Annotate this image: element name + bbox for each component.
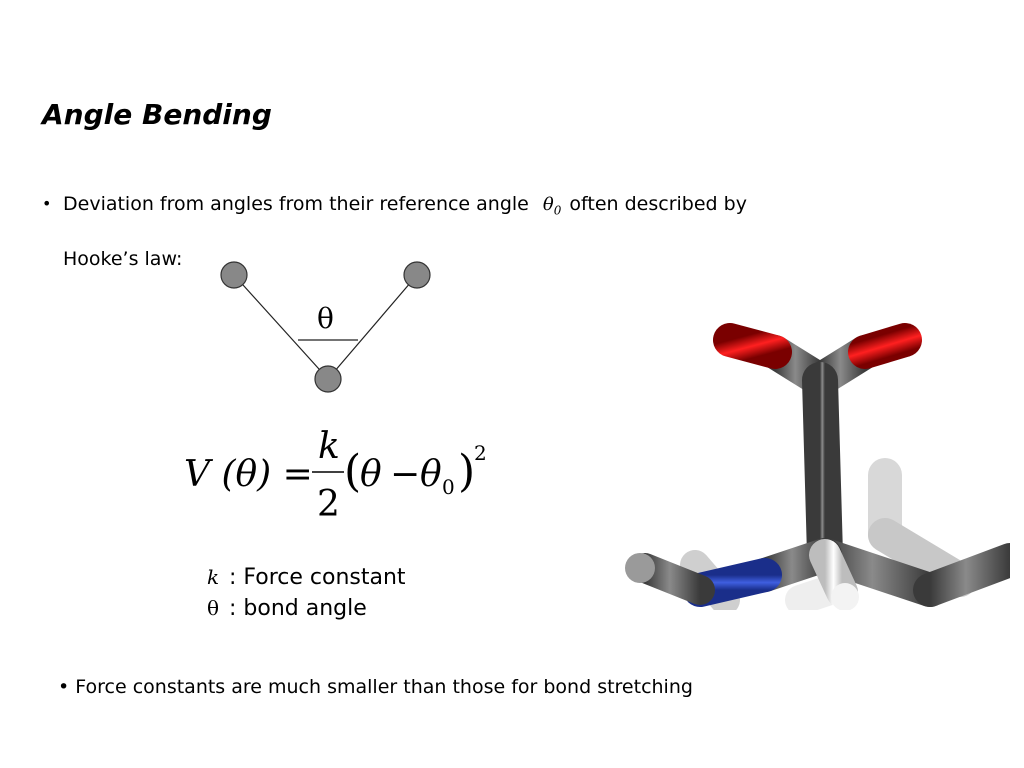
bullet-text: Deviation from angles from their referen… bbox=[63, 180, 843, 283]
equation-minus: − bbox=[390, 454, 420, 495]
paren-close: ) bbox=[458, 446, 475, 497]
bullet-text-before: Deviation from angles from their referen… bbox=[63, 193, 529, 215]
bullet-text-after: often described by bbox=[569, 193, 747, 215]
bullet-marker: • bbox=[58, 676, 70, 698]
theta-zero-symbol: θ0 bbox=[542, 194, 562, 218]
atom-center bbox=[314, 365, 342, 393]
slide-title: Angle Bending bbox=[42, 98, 272, 131]
bond-right bbox=[327, 274, 418, 380]
definition-symbol: k bbox=[207, 565, 220, 589]
equation-denominator: 2 bbox=[317, 484, 340, 525]
equation-exponent: 2 bbox=[474, 441, 487, 465]
definition-theta: θ : bond angle bbox=[207, 593, 406, 624]
definition-text: : bond angle bbox=[229, 596, 367, 621]
molecule-stick-model bbox=[625, 323, 1010, 610]
definition-k: k : Force constant bbox=[207, 562, 406, 593]
bullet-force-constants: • Force constants are much smaller than … bbox=[58, 676, 693, 698]
equation-lhs: V (θ) = bbox=[184, 454, 313, 495]
equation-theta: θ bbox=[360, 454, 382, 495]
paren-open: ( bbox=[344, 446, 361, 497]
angle-diagram: θ bbox=[220, 261, 431, 393]
definition-symbol: θ bbox=[207, 596, 220, 620]
symbol-definitions: k : Force constant θ : bond angle bbox=[207, 562, 406, 624]
atom-right bbox=[403, 261, 431, 289]
equation-theta0-sub: 0 bbox=[442, 475, 455, 499]
hookes-law-equation: V (θ) = k 2 ( θ − θ 0 ) 2 bbox=[184, 426, 487, 525]
definition-text: : Force constant bbox=[229, 565, 406, 590]
bullet-marker: • bbox=[42, 194, 52, 213]
bullet-text-line2: Hooke’s law: bbox=[63, 247, 183, 270]
bond-left bbox=[233, 274, 329, 380]
angle-theta-label: θ bbox=[317, 302, 334, 335]
equation-theta0: θ bbox=[420, 454, 442, 495]
atom-left bbox=[220, 261, 248, 289]
equation-numerator: k bbox=[318, 426, 340, 467]
bullet-text: Force constants are much smaller than th… bbox=[75, 676, 693, 698]
